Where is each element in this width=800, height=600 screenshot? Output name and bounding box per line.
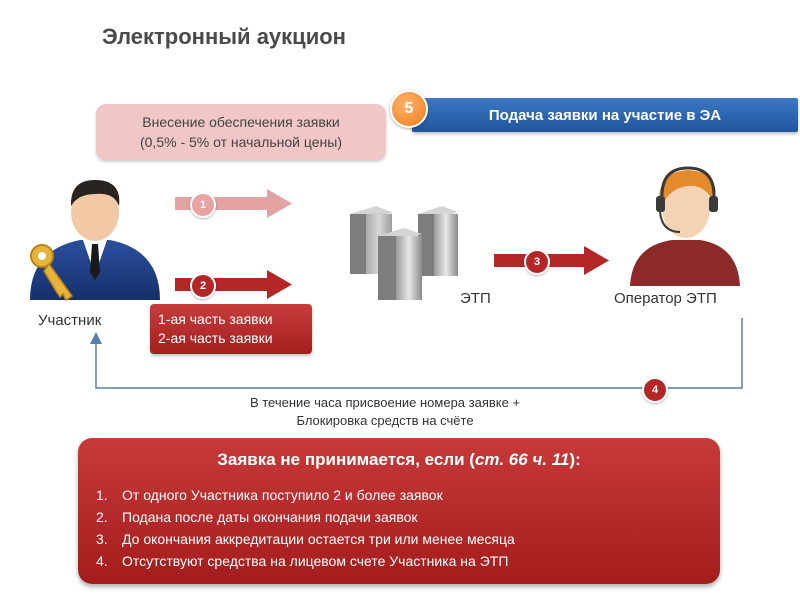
operator-label: Оператор ЭТП: [614, 290, 717, 307]
return-note-line2: Блокировка средств на счёте: [296, 413, 474, 428]
participant-label: Участник: [38, 312, 102, 329]
rejection-item-number: 1.: [96, 487, 108, 503]
rejection-item-number: 2.: [96, 509, 108, 525]
step5-banner: Подача заявки на участие в ЭА: [412, 98, 798, 132]
etp-label: ЭТП: [460, 290, 491, 307]
rejection-item-number: 4.: [96, 553, 108, 569]
deposit-line2: (0,5% - 5% от начальной цены): [139, 134, 342, 150]
step2-badge: 2: [190, 273, 216, 299]
rejection-item: 1. От одного Участника поступило 2 и боле…: [96, 484, 515, 506]
return-note: В течение часа присвоение номера заявке …: [190, 394, 580, 430]
return-note-line1: В течение часа присвоение номера заявке …: [249, 395, 521, 410]
rejection-item-text: Подана после даты окончания подачи заяво…: [122, 509, 418, 525]
page-title: Электронный аукцион: [102, 24, 346, 49]
rejection-heading-ref: ст. 66 ч. 11: [474, 450, 570, 469]
operator-icon: [630, 166, 740, 286]
rejection-item-text: Отсутствуют средства на лицевом счете Уч…: [122, 553, 509, 569]
rejection-conditions-panel: Заявка не принимается, если (ст. 66 ч. 1…: [78, 438, 720, 584]
return-connector: [90, 318, 743, 389]
application-part2: 2-ая часть заявки: [158, 330, 273, 346]
application-part1: 1-ая часть заявки: [158, 311, 273, 327]
deposit-info-box: Внесение обеспечения заявки (0,5% - 5% о…: [96, 104, 386, 160]
step3-badge: 3: [524, 249, 550, 275]
rejection-heading: Заявка не принимается, если (ст. 66 ч. 1…: [78, 450, 720, 470]
step5-label: Подача заявки на участие в ЭА: [488, 106, 722, 124]
rejection-item-number: 3.: [96, 531, 108, 547]
arrow-3: [494, 246, 609, 275]
rejection-heading-prefix: Заявка не принимается, если (: [217, 450, 475, 469]
rejection-list: 1. От одного Участника поступило 2 и боле…: [96, 484, 515, 572]
step1-badge: 1: [190, 192, 216, 218]
rejection-item: 4. Отсутствуют средства на лицевом счете …: [96, 550, 515, 572]
rejection-item-text: До окончания аккредитации остается три и…: [122, 531, 515, 547]
participant-icon: [30, 180, 160, 302]
rejection-item-text: От одного Участника поступило 2 и более …: [122, 487, 443, 503]
etp-servers-icon: [350, 206, 458, 300]
step4-badge: 4: [642, 377, 668, 403]
step5-number-badge: 5: [390, 90, 428, 128]
deposit-line1: Внесение обеспечения заявки: [142, 114, 340, 130]
application-parts-box: 1-ая часть заявки 2-ая часть заявки: [150, 304, 312, 354]
rejection-heading-suffix: ):: [569, 450, 581, 469]
rejection-item: 3. До окончания аккредитации остается три…: [96, 528, 515, 550]
rejection-item: 2. Подана после даты окончания подачи зая…: [96, 506, 515, 528]
